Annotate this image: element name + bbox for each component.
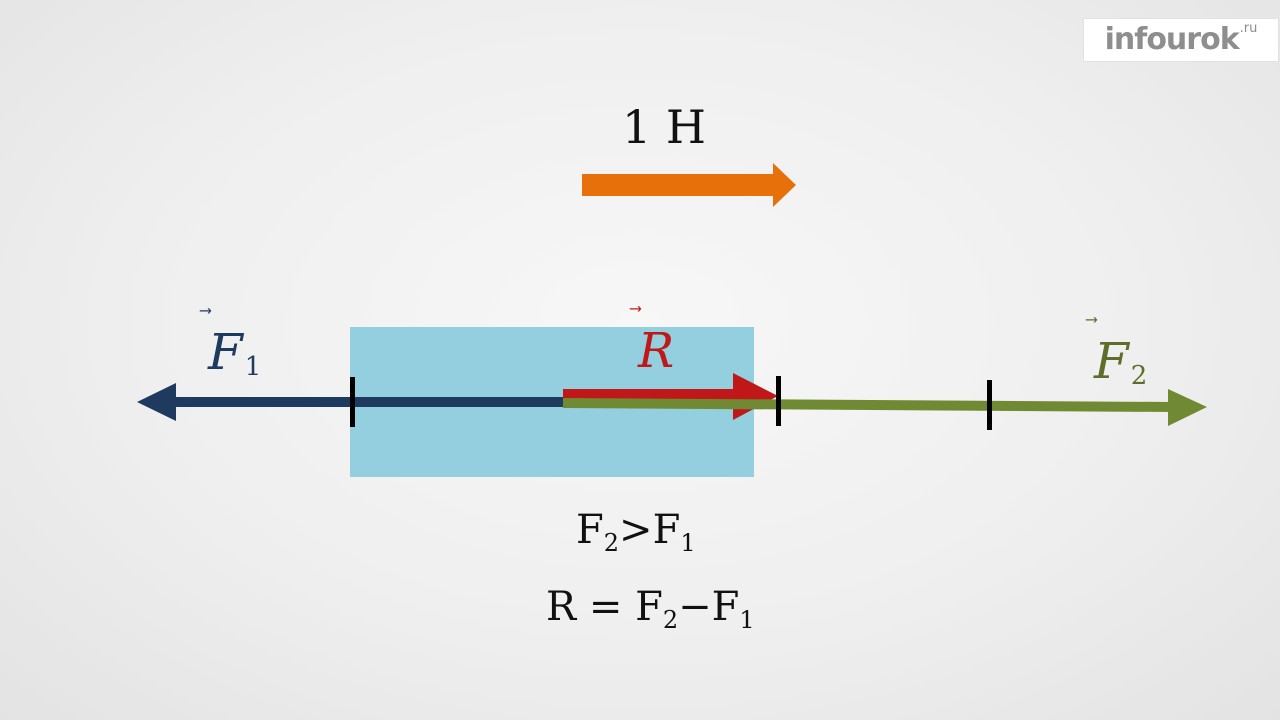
logo-suffix: .ru (1239, 20, 1258, 36)
formula-operator: − (678, 584, 712, 630)
formula-term: F (652, 507, 681, 553)
f2-arrowhead (1168, 389, 1207, 426)
r-letter-text: R (638, 323, 675, 379)
formula-operator: > (619, 507, 653, 553)
formula-comparison: F2>F1 (576, 510, 696, 555)
scale-arrow (582, 163, 796, 207)
f2-label: F⃗2 (1094, 336, 1147, 389)
formula-resultant: R = F2−F1 (546, 587, 755, 632)
formula-subscript: 1 (739, 606, 755, 634)
f2-subscript: 2 (1130, 361, 1148, 391)
infourok-logo[interactable]: infourok .ru (1083, 18, 1279, 62)
formula-term: F (635, 584, 663, 630)
formula-subscript: 2 (662, 606, 679, 634)
tick-mark (776, 376, 781, 426)
formula-term: R (546, 584, 577, 630)
formula-subscript: 1 (680, 529, 696, 557)
f1-subscript: 1 (244, 352, 262, 382)
f1-letter-text: F (208, 323, 243, 381)
f2-letter: F⃗ (1094, 336, 1129, 386)
formula-term: F (576, 507, 604, 553)
formula-subscript: 2 (603, 529, 620, 557)
r-label: R⃗ (638, 327, 674, 375)
f1-label: F⃗1 (208, 327, 261, 380)
formula-operator: = (576, 584, 636, 630)
f1-letter: F⃗ (208, 327, 243, 377)
f1-arrowhead (137, 383, 176, 421)
scale-label: 1 Н (622, 100, 707, 154)
formula-term: F (711, 584, 740, 630)
r-arrowhead (733, 373, 778, 420)
tick-mark (987, 380, 992, 430)
tick-mark (350, 377, 355, 427)
f2-letter-text: F (1094, 332, 1129, 390)
logo-word: infourok (1104, 22, 1240, 57)
r-letter: R⃗ (638, 327, 674, 375)
f2-vector-line (562, 398, 1173, 412)
